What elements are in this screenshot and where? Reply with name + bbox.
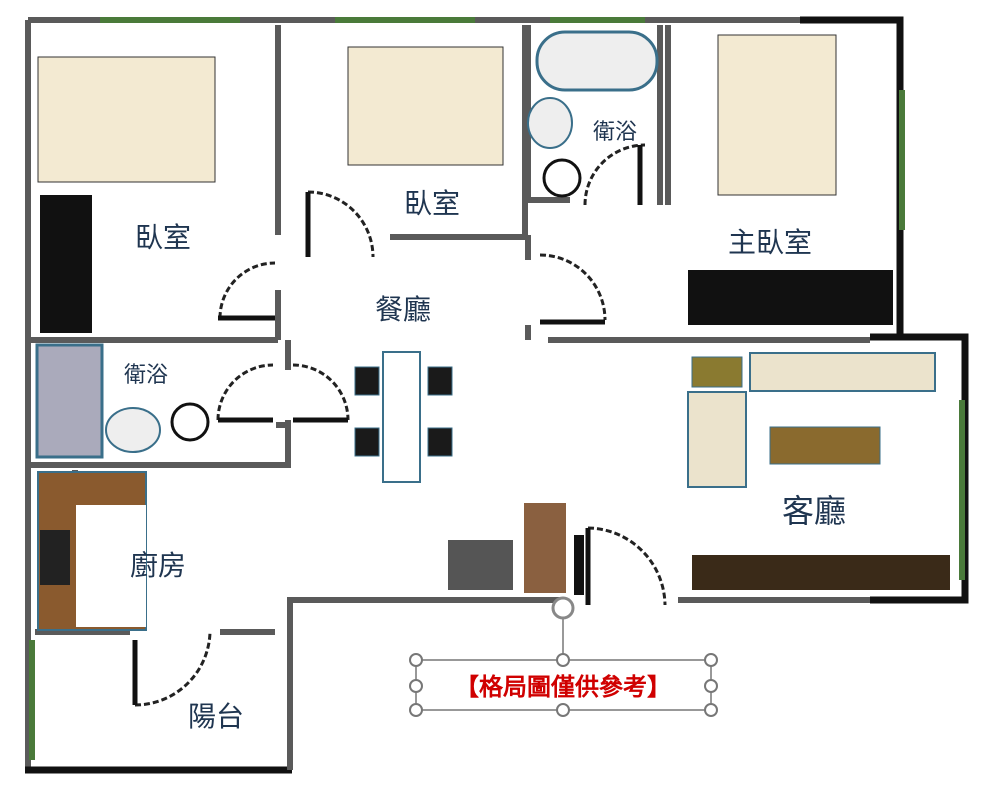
wardrobe-master xyxy=(688,270,893,325)
sink-top xyxy=(527,97,573,149)
label-dining: 餐廳 xyxy=(375,293,431,326)
stove xyxy=(40,530,70,585)
bed-left xyxy=(37,56,216,183)
resize-handle[interactable] xyxy=(704,703,718,717)
label-bathroom-top: 衛浴 xyxy=(593,120,637,145)
coffee-table xyxy=(769,426,881,465)
toilet-top xyxy=(542,158,582,198)
resize-handle[interactable] xyxy=(704,679,718,693)
bed-middle xyxy=(347,46,504,166)
bed-master xyxy=(717,34,837,196)
note-text[interactable]: 【格局圖僅供參考】 xyxy=(455,673,671,701)
bathtub-left xyxy=(35,343,104,459)
room-labels: 臥室 臥室 衛浴 主臥室 餐廳 衛浴 客廳 廚房 陽台 xyxy=(124,120,846,733)
resize-handle[interactable] xyxy=(704,653,718,667)
rotate-handle-icon[interactable] xyxy=(551,596,575,620)
dining-table xyxy=(382,351,421,483)
label-bathroom-left: 衛浴 xyxy=(124,363,168,388)
resize-handle[interactable] xyxy=(556,703,570,717)
label-bedroom-middle: 臥室 xyxy=(404,187,460,220)
label-kitchen: 廚房 xyxy=(130,549,186,582)
bathtub-top xyxy=(535,30,659,92)
wardrobe-left xyxy=(40,195,92,333)
sofa xyxy=(749,352,936,392)
windows xyxy=(29,17,965,760)
label-bedroom-left: 臥室 xyxy=(135,221,191,254)
furniture xyxy=(35,30,950,631)
storage-cabinet xyxy=(524,503,566,593)
resize-handle[interactable] xyxy=(556,653,570,667)
resize-handle[interactable] xyxy=(409,703,423,717)
sink-left xyxy=(105,407,161,453)
resize-handle[interactable] xyxy=(409,679,423,693)
tv-cabinet xyxy=(692,555,950,590)
label-living: 客廳 xyxy=(782,492,846,530)
shoe-cabinet xyxy=(448,540,513,590)
toilet-left xyxy=(170,402,210,442)
label-master-bedroom: 主臥室 xyxy=(728,226,812,259)
note-textbox[interactable]: 【格局圖僅供參考】 xyxy=(409,596,718,717)
armchair xyxy=(687,391,747,488)
resize-handle[interactable] xyxy=(409,653,423,667)
label-balcony: 陽台 xyxy=(188,700,244,733)
doors xyxy=(132,143,667,707)
